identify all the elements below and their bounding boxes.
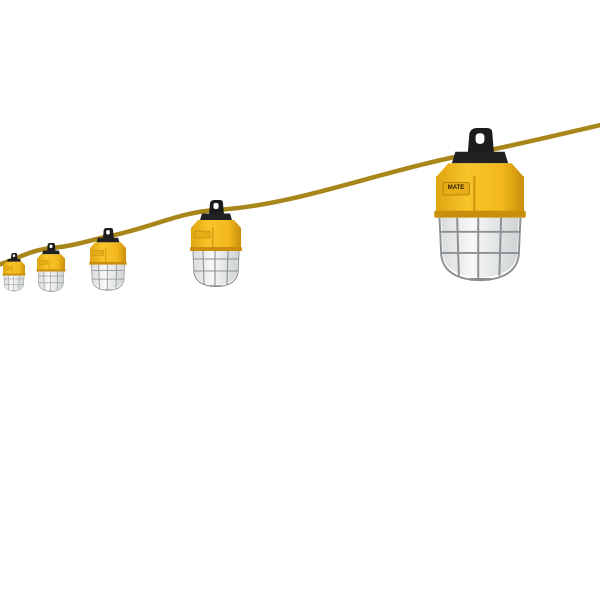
lamp-5 — [432, 126, 528, 282]
lamp-logo-text: MATE — [448, 185, 465, 191]
lamp-1 — [2, 252, 26, 292]
